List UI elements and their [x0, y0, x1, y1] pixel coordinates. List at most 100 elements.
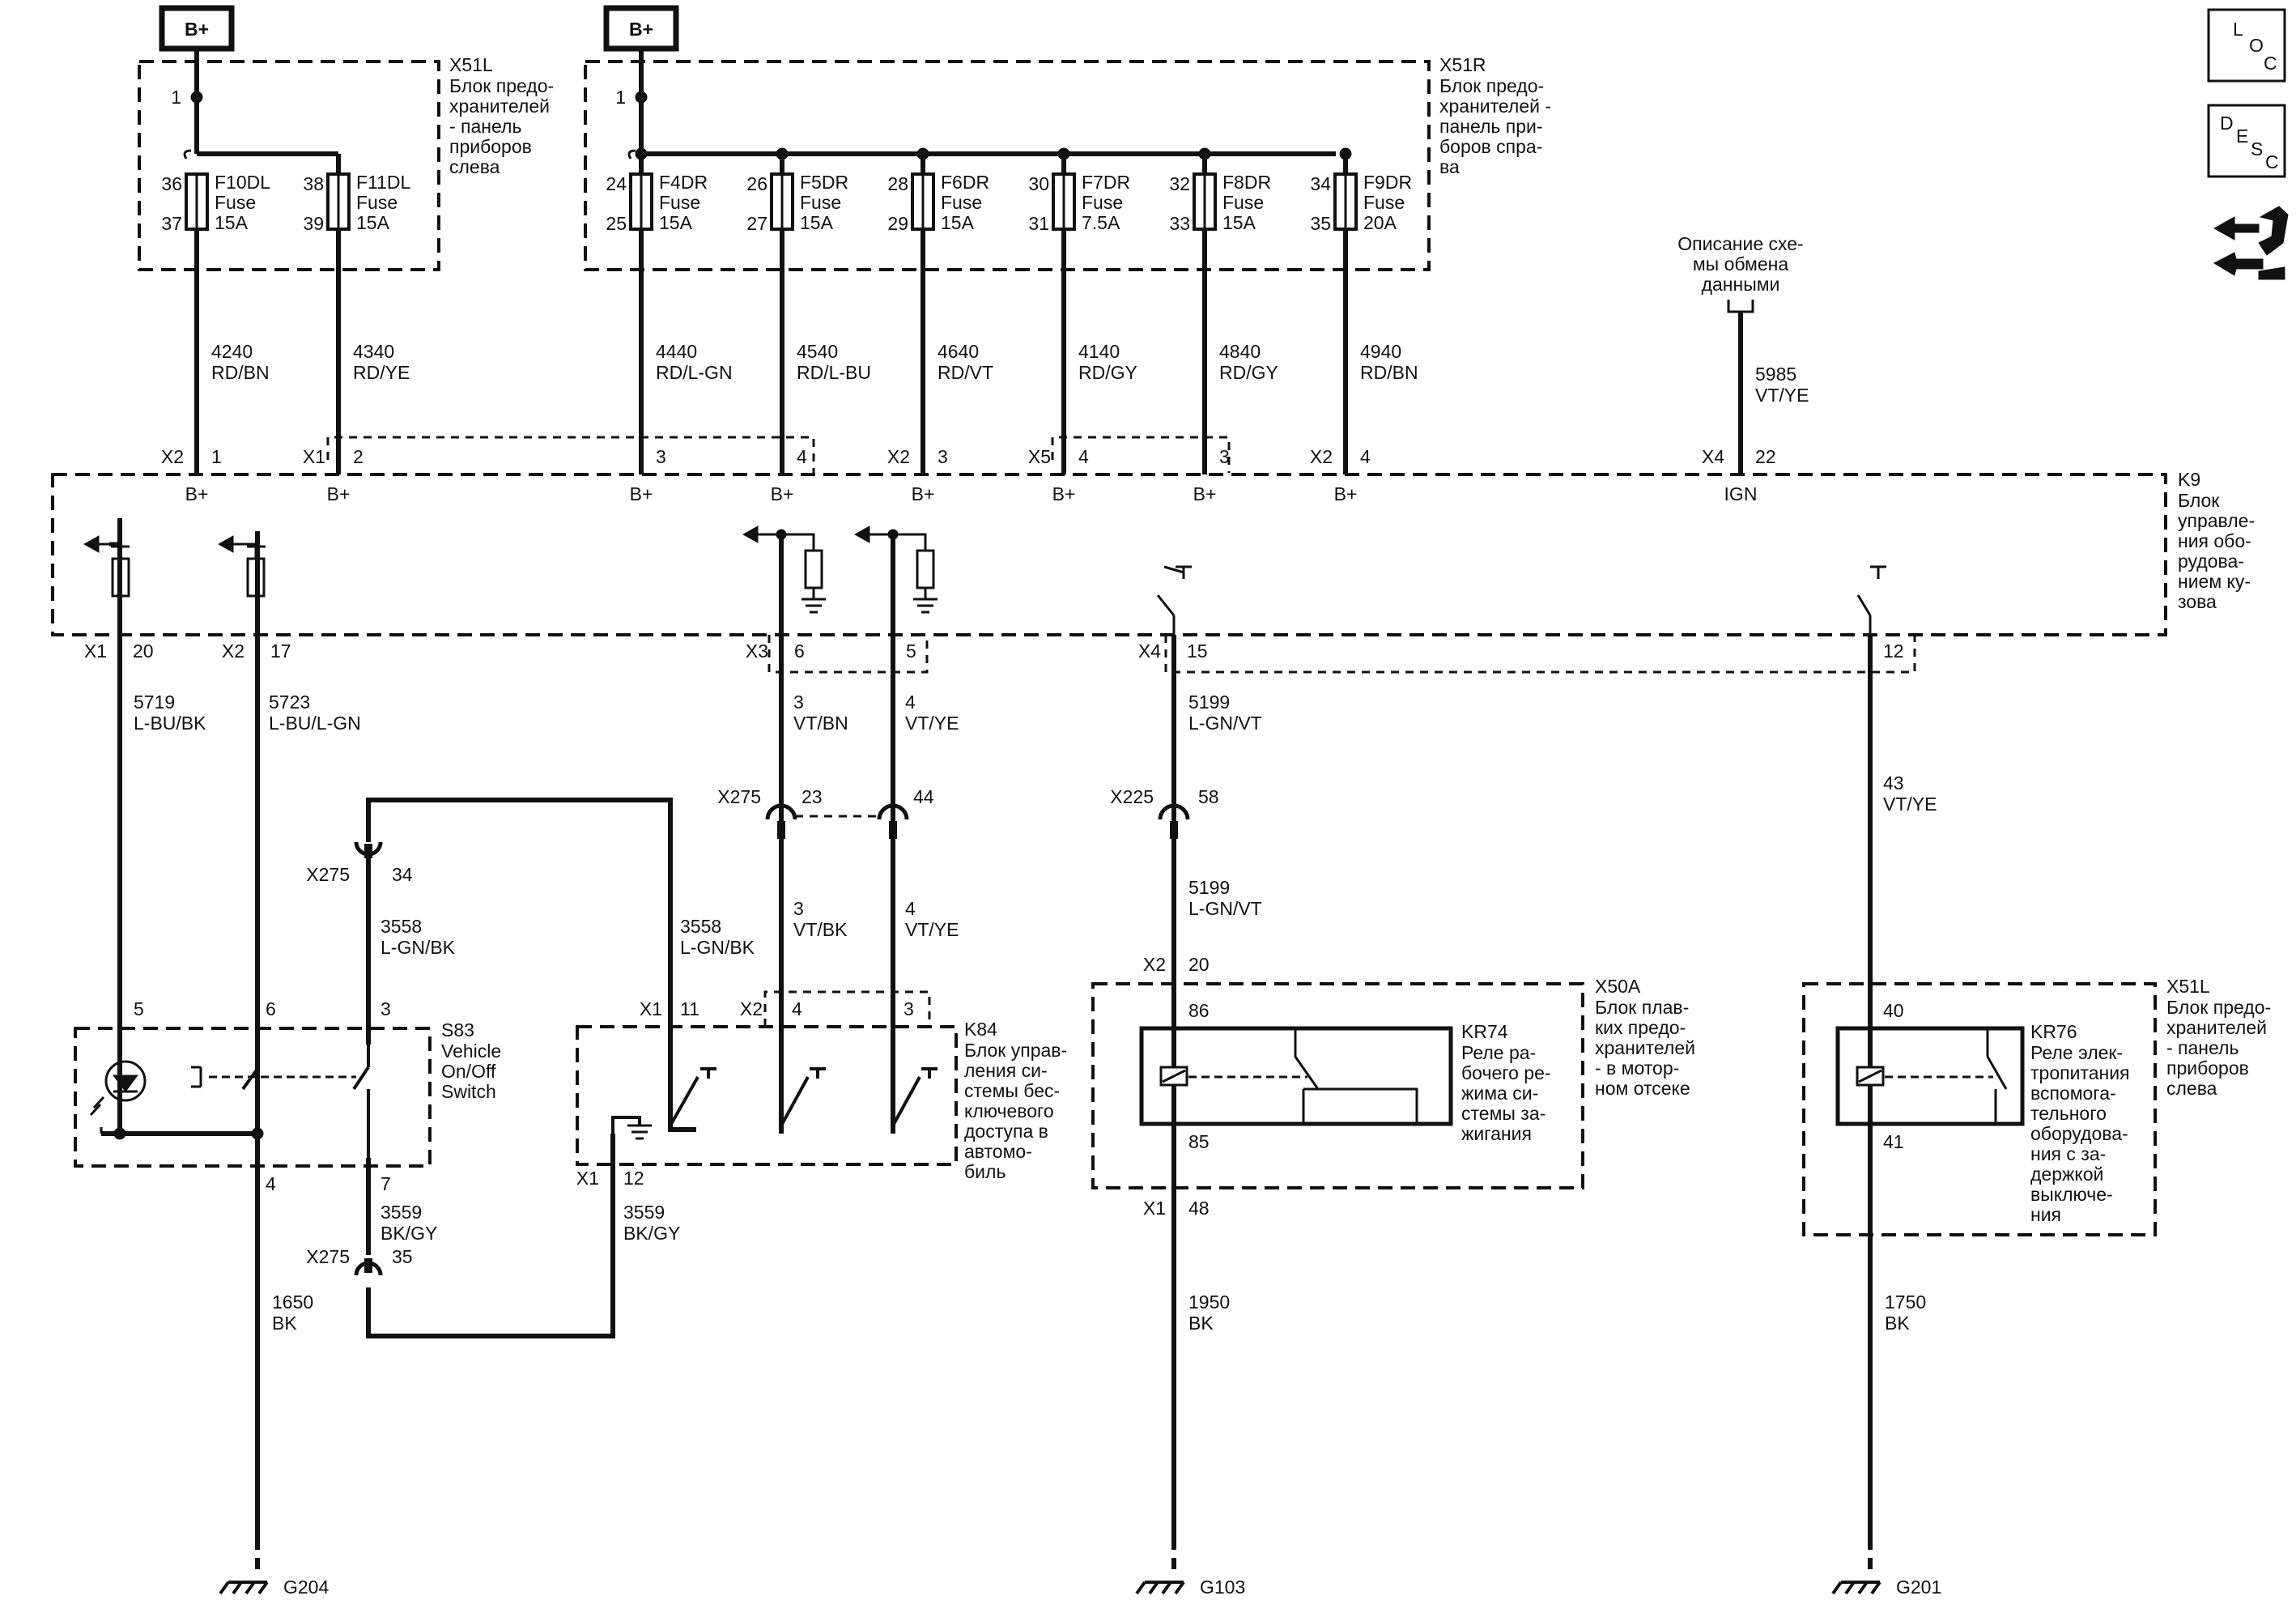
x51r-pin-1: 1	[615, 87, 626, 108]
svg-text:хранителей: хранителей	[449, 96, 550, 117]
wire-circuit: 4840	[1219, 341, 1261, 362]
svg-text:VT/YE: VT/YE	[905, 919, 959, 940]
pin-label: B+	[327, 483, 351, 504]
fuse-rating: 15A	[941, 212, 975, 233]
svg-text:L-GN/VT: L-GN/VT	[1188, 898, 1262, 919]
wire-color: RD/BN	[211, 362, 270, 383]
svg-text:X51R: X51R	[1439, 54, 1486, 75]
svg-text:6: 6	[266, 998, 276, 1019]
svg-text:58: 58	[1198, 786, 1219, 807]
fuse-pin-out: 39	[303, 213, 324, 234]
pin-label: B+	[1052, 483, 1076, 504]
x50a-outline	[1091, 982, 1584, 1189]
ground-label: G201	[1896, 1577, 1941, 1598]
k9-x1-connector-top	[326, 436, 815, 473]
fuse-name: F9DR	[1363, 172, 1412, 193]
fuse-name: F5DR	[800, 172, 848, 193]
svg-text:тельного: тельного	[2030, 1103, 2107, 1124]
svg-text:Switch: Switch	[441, 1081, 496, 1102]
connector-pin: 3	[656, 446, 666, 467]
svg-text:Блок управ-: Блок управ-	[964, 1040, 1067, 1061]
fuse-type: Fuse	[1222, 192, 1264, 213]
k84-label: K84 Блок управ- ления си- стемы бес- клю…	[964, 1019, 1067, 1182]
k9-bottom-conn: X2	[222, 640, 244, 662]
pin-label: B+	[912, 483, 935, 504]
svg-text:приборов: приборов	[2166, 1057, 2249, 1079]
wire-circuit: 4240	[211, 341, 253, 362]
svg-text:3: 3	[381, 998, 391, 1019]
fuse-type: Fuse	[659, 192, 700, 213]
wire-color: RD/GY	[1078, 362, 1137, 383]
svg-text:жигания: жигания	[1461, 1123, 1532, 1144]
svg-text:Блок: Блок	[2178, 490, 2220, 511]
k84-ground-icon	[611, 1116, 652, 1140]
desc-icon[interactable]: D E S C	[2207, 104, 2286, 178]
x51l-bottom-pins: 40 41	[1883, 1000, 1904, 1152]
connector-id: X2	[161, 446, 184, 467]
s83-label: S83 Vehicle On/Off Switch	[441, 1019, 501, 1102]
svg-text:7: 7	[381, 1173, 391, 1194]
connector-tool-icon[interactable]	[2213, 206, 2289, 280]
svg-text:VT/BK: VT/BK	[793, 919, 848, 940]
mid-wire-circuit: 3	[793, 691, 804, 713]
svg-text:VT/YE: VT/YE	[1755, 385, 1809, 406]
svg-text:панель при-: панель при-	[1439, 116, 1543, 137]
fuse-pin-in: 26	[746, 173, 767, 194]
connector-pin: 2	[353, 446, 364, 467]
k9-x4-connector-bottom	[1164, 635, 1916, 674]
svg-text:4: 4	[266, 1173, 276, 1194]
kr76-relay-coil	[1856, 1028, 2008, 1124]
inline-connector-x275-34: X275 34	[306, 841, 413, 885]
svg-text:ния: ния	[2030, 1204, 2061, 1225]
wire-color: RD/YE	[353, 362, 410, 383]
k84-x2-connector	[763, 990, 931, 1027]
pin-label: B+	[771, 483, 794, 504]
loc-icon[interactable]: L O C	[2207, 8, 2286, 83]
svg-text:данными: данными	[1702, 274, 1780, 295]
pin-label: B+	[630, 483, 653, 504]
wire-color: RD/L-GN	[656, 362, 733, 383]
fuse-rating: 15A	[1222, 212, 1256, 233]
fuse-pin-in: 28	[887, 173, 908, 194]
mid-wire-circuit: 5719	[134, 691, 175, 713]
svg-text:доступа в: доступа в	[964, 1121, 1048, 1142]
mid-wire-circuit: 43	[1883, 772, 1904, 794]
fuse-pin-out: 35	[1310, 213, 1331, 234]
x51r-fuse-block-outline	[584, 60, 1431, 271]
svg-text:вспомога-: вспомога-	[2030, 1083, 2116, 1104]
svg-text:S: S	[2251, 138, 2263, 160]
fuse-name: F10DL	[215, 172, 270, 193]
svg-text:выключе-: выключе-	[2030, 1184, 2113, 1205]
svg-text:S83: S83	[441, 1019, 474, 1040]
svg-text:41: 41	[1883, 1131, 1904, 1152]
svg-text:3559: 3559	[623, 1202, 665, 1223]
svg-text:хранителей: хранителей	[1595, 1037, 1695, 1058]
svg-text:X225: X225	[1110, 786, 1154, 807]
svg-text:Vehicle: Vehicle	[441, 1040, 501, 1062]
mid-wire-circuit: 4	[905, 691, 916, 713]
x51l-bus	[194, 49, 341, 174]
ground-wire-circuit: 1750	[1885, 1291, 1926, 1313]
svg-text:L: L	[2233, 19, 2243, 40]
svg-text:44: 44	[913, 786, 934, 807]
svg-text:E: E	[2236, 126, 2248, 147]
svg-text:стемы за-: стемы за-	[1461, 1103, 1546, 1124]
fuse-pin-out: 37	[161, 213, 182, 234]
mid-wire-color: VT/YE	[905, 713, 959, 734]
wire-color: RD/L-BU	[797, 362, 871, 383]
svg-text:BK/GY: BK/GY	[623, 1223, 680, 1244]
svg-text:4: 4	[792, 998, 802, 1019]
svg-text:ния обо-: ния обо-	[2178, 530, 2251, 551]
wire-circuit: 4440	[656, 341, 697, 362]
svg-text:нием ку-: нием ку-	[2178, 571, 2251, 592]
svg-text:ких предо-: ких предо-	[1595, 1017, 1686, 1038]
svg-text:22: 22	[1755, 446, 1776, 467]
svg-text:Блок плав-: Блок плав-	[1595, 997, 1689, 1018]
